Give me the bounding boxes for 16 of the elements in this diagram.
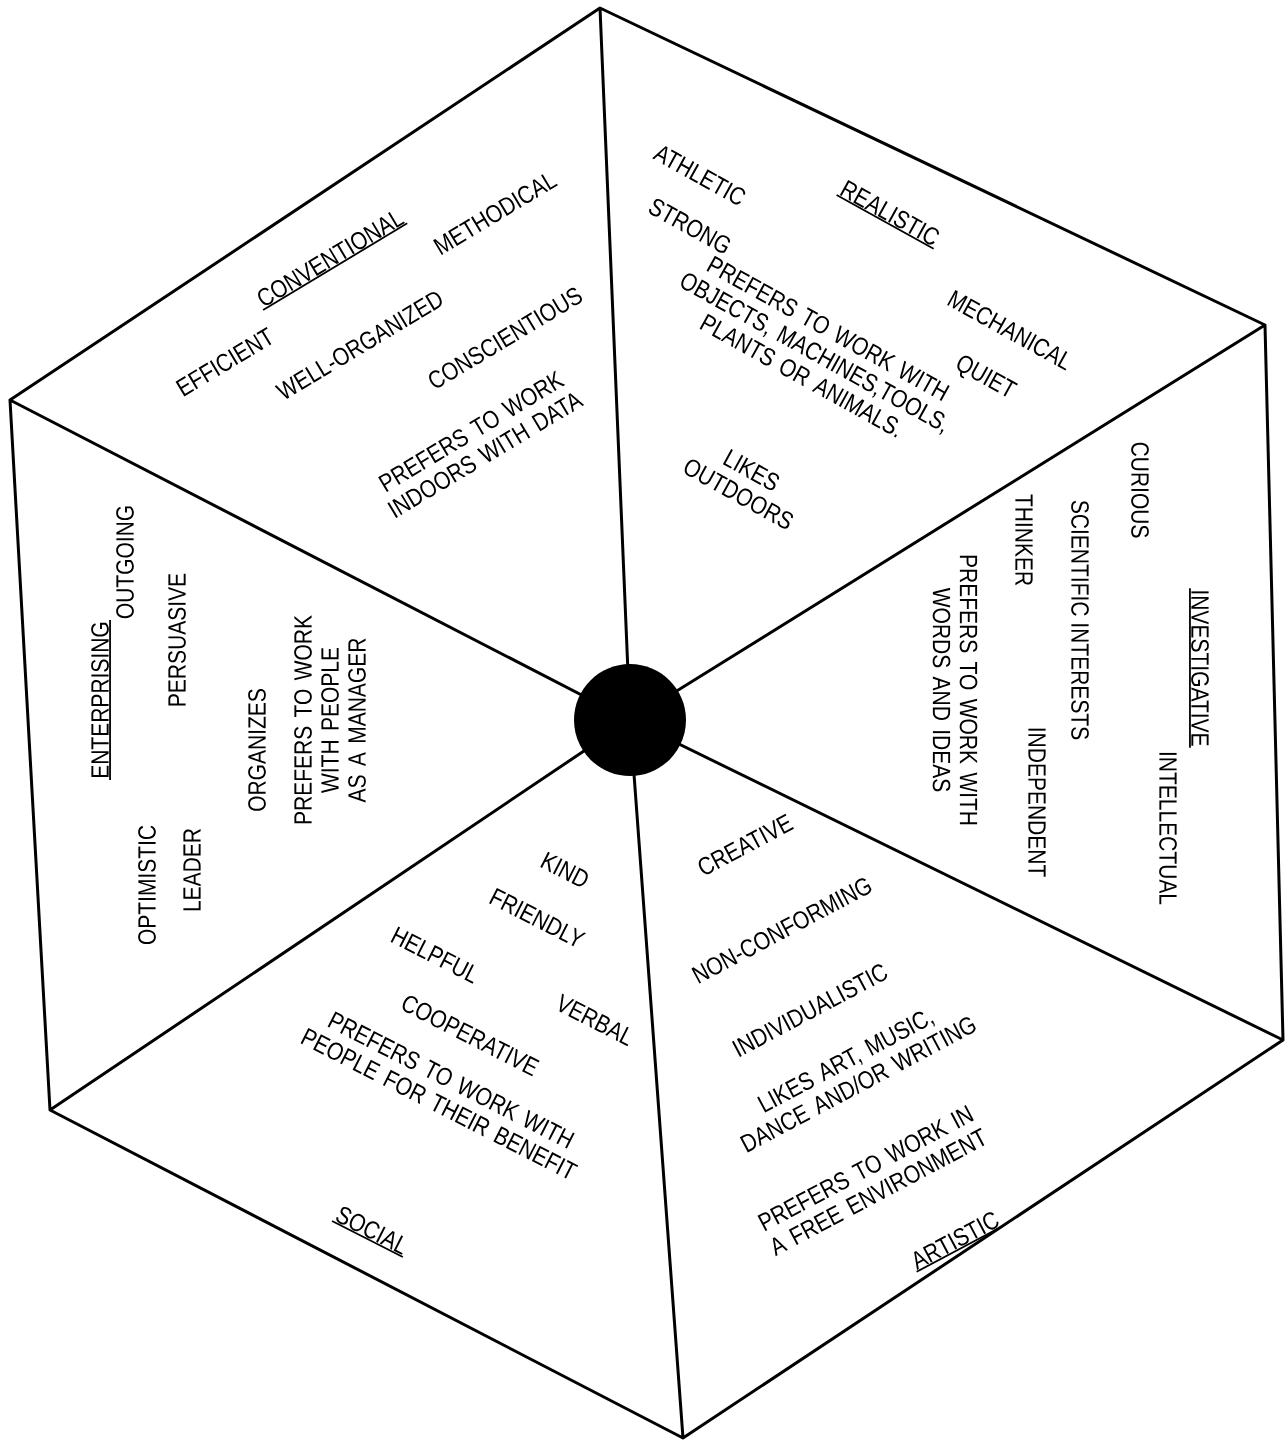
trait-text: ORGANIZES xyxy=(248,689,266,811)
trait-text: KIND xyxy=(540,851,588,887)
trait-text: CURIOUS xyxy=(1131,442,1149,538)
trait-text: PREFERS TO WORK WITH PEOPLE AS A MANAGER xyxy=(294,615,366,824)
trait-text: INDEPENDENT xyxy=(1028,728,1046,877)
trait-text: SCIENTIFIC INTERESTS xyxy=(1071,500,1089,740)
trait-text: THINKER xyxy=(1015,494,1033,586)
trait-text: OUTGOING xyxy=(116,506,134,619)
trait-text: PERSUASIVE xyxy=(168,573,186,706)
hub-circle xyxy=(574,664,686,776)
trait-text: PREFERS TO WORK WITH WORDS AND IDEAS xyxy=(932,555,978,825)
sector-heading: INVESTIGATIVE xyxy=(1189,587,1209,749)
trait-text: LEADER xyxy=(183,829,201,911)
sector-heading: ENTERPRISING xyxy=(91,619,111,781)
trait-text: OPTIMISTIC xyxy=(138,825,156,945)
trait-text: INTELLECTUAL xyxy=(1159,752,1177,905)
